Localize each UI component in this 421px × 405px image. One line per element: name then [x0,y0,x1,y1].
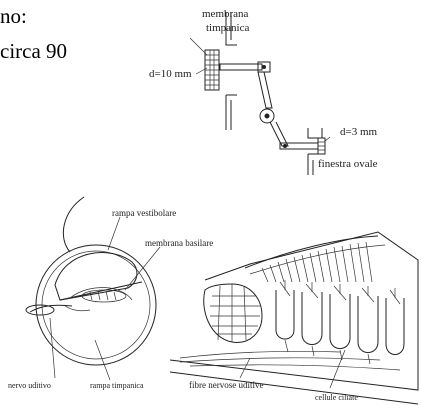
leader-cellule [330,350,345,388]
label-rampa-vestibolare: rampa vestibolare [112,208,176,218]
label-membrana-1: membrana [202,8,249,20]
canal-wall-lower [226,95,237,130]
leader-vestibolare [108,217,120,250]
oval-window-upper [308,128,322,138]
label-d-left: d=10 mm [149,68,192,80]
label-nervo-uditivo: nervo uditivo [8,381,51,390]
malleus [220,64,262,70]
d3-leader [325,137,330,141]
outer-arc [63,197,84,252]
leader-timpanica [95,340,110,380]
label-membrana-2: timpanica [206,22,249,34]
label-fibre-nervose: fibre nervose uditive [189,380,263,390]
nerve-fibres [180,351,400,370]
hair-cells [276,290,404,355]
tympanic-membrane [205,50,219,90]
incus [258,72,272,108]
ossicle-diagram: membrana timpanica d=10 mm d=3 mm finest… [149,8,378,175]
label-finestra: finestra ovale [318,158,378,170]
label-membrana-basilare: membrana basilare [145,238,213,248]
label-d-right: d=3 mm [340,126,378,138]
leader-fibre [240,358,250,378]
label-cellule-ciliate: cellule ciliate [315,393,358,402]
label-rampa-timpanica: rampa timpanica [90,381,144,390]
leader-basilare [125,247,160,290]
tectorial-membrane [245,236,378,268]
organ-of-corti: fibre nervose uditive cellule ciliate [170,232,418,404]
membrane-leader [190,38,207,55]
